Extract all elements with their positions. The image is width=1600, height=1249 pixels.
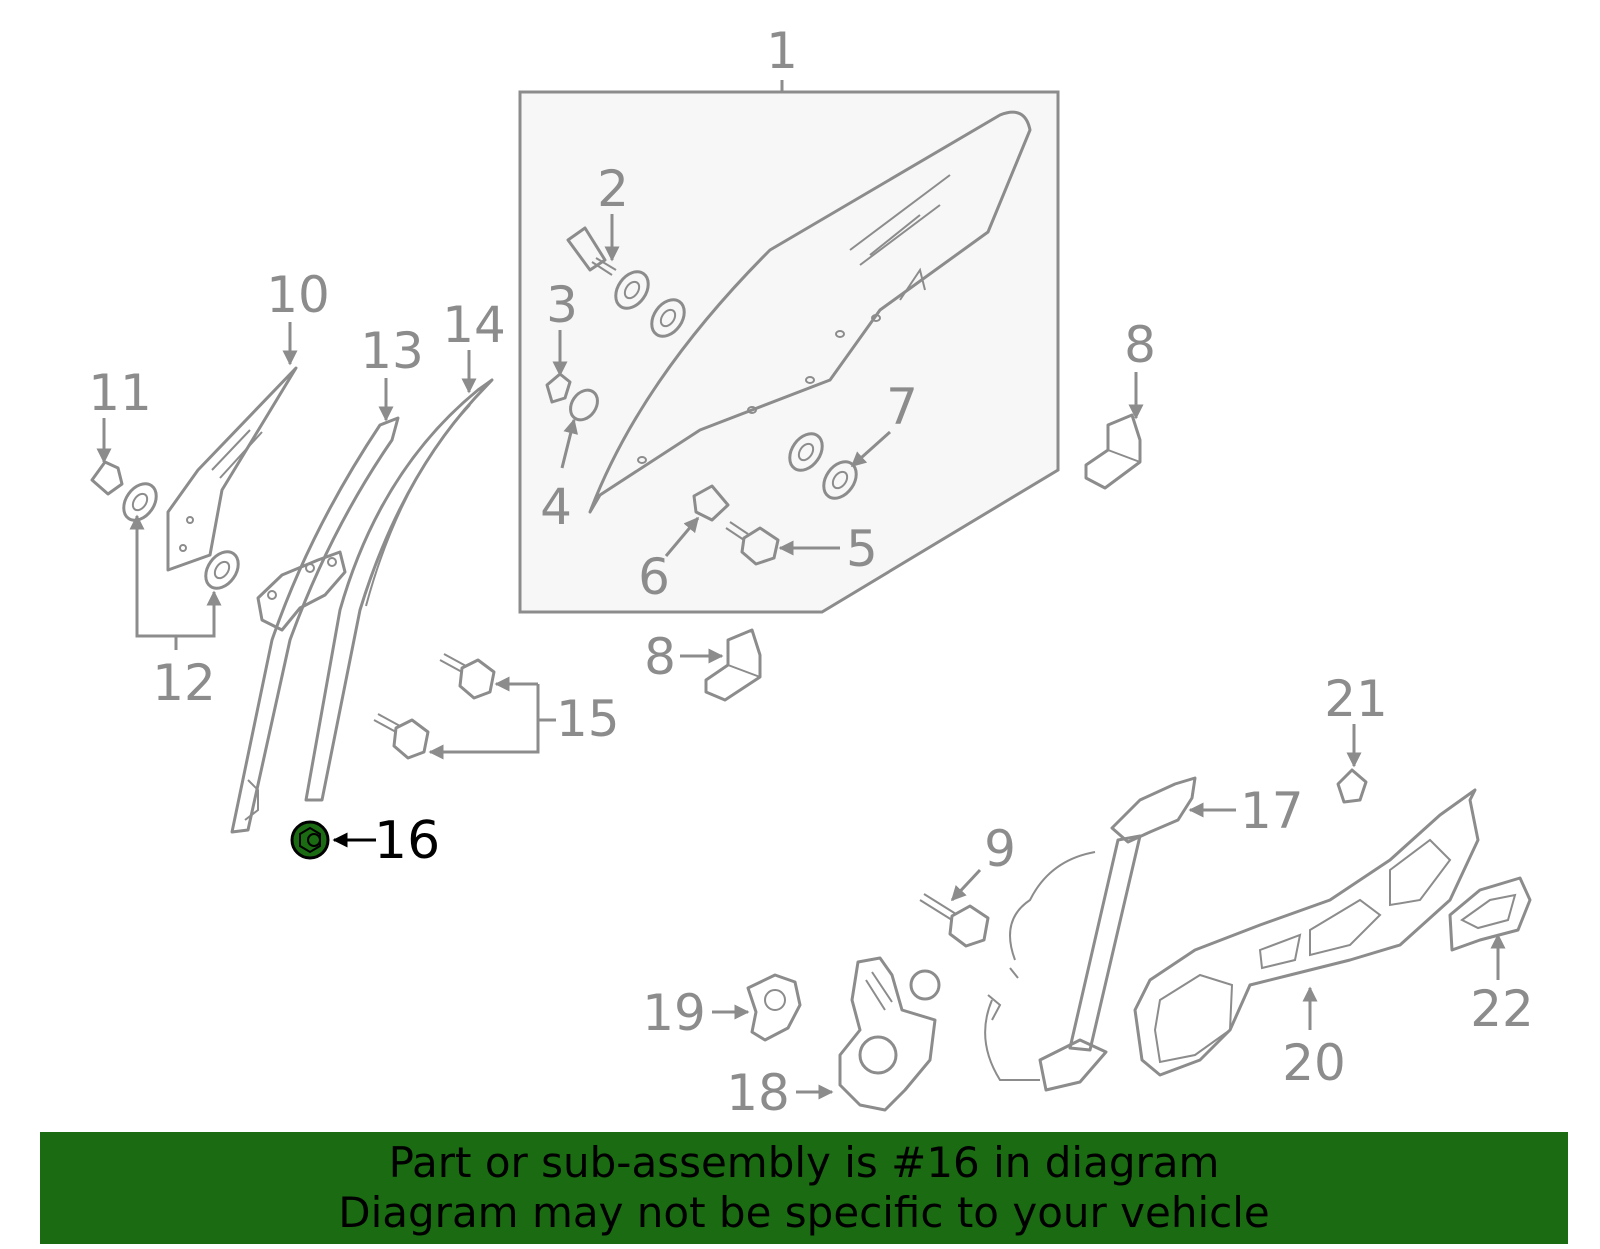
callout-11: 11 bbox=[88, 364, 152, 422]
nut-16-highlighted bbox=[290, 820, 330, 860]
callout-2: 2 bbox=[597, 160, 629, 218]
callout-18: 18 bbox=[726, 1064, 790, 1122]
banner-line-1: Part or sub-assembly is #16 in diagram bbox=[388, 1138, 1220, 1187]
bracket-19 bbox=[746, 973, 802, 1042]
bracket-8-bottom bbox=[704, 628, 762, 702]
motor-18 bbox=[838, 956, 941, 1112]
callout-4: 4 bbox=[540, 478, 572, 536]
callout-3: 3 bbox=[546, 276, 578, 334]
callout-19: 19 bbox=[642, 984, 706, 1042]
callout-labels: 1 2 3 4 5 6 7 8 8 9 10 11 12 13 14 15 16… bbox=[88, 22, 1534, 1122]
glass-assembly-box bbox=[518, 80, 1060, 614]
regulator-17 bbox=[984, 776, 1197, 1092]
clip-11 bbox=[90, 460, 124, 496]
bracket-22 bbox=[1448, 876, 1532, 952]
channel-13 bbox=[230, 416, 400, 834]
callout-15: 15 bbox=[556, 690, 620, 748]
callout-5: 5 bbox=[846, 520, 878, 578]
callout-10: 10 bbox=[266, 266, 330, 324]
callout-13: 13 bbox=[360, 322, 424, 380]
callout-12: 12 bbox=[152, 654, 216, 712]
leader-lines bbox=[96, 214, 1506, 1100]
callout-22: 22 bbox=[1470, 980, 1534, 1038]
callout-17: 17 bbox=[1240, 782, 1304, 840]
callout-21: 21 bbox=[1324, 670, 1388, 728]
bolts-15 bbox=[373, 653, 496, 760]
callout-1: 1 bbox=[766, 22, 798, 80]
banner-line-2: Diagram may not be specific to your vehi… bbox=[338, 1188, 1270, 1237]
bracket-8-right bbox=[1084, 413, 1142, 490]
callout-9: 9 bbox=[984, 820, 1016, 878]
callout-16: 16 bbox=[374, 811, 440, 871]
callout-6: 6 bbox=[638, 548, 670, 606]
info-banner: Part or sub-assembly is #16 in diagram D… bbox=[40, 1132, 1568, 1244]
callout-14: 14 bbox=[442, 296, 506, 354]
clip-21 bbox=[1336, 768, 1368, 804]
quarter-glass-10 bbox=[166, 366, 298, 572]
callout-8-bottom: 8 bbox=[644, 628, 676, 686]
panel-20 bbox=[1133, 788, 1480, 1077]
callout-8-right: 8 bbox=[1124, 316, 1156, 374]
washers-12 bbox=[122, 482, 240, 590]
channel-14 bbox=[304, 378, 494, 802]
bolt-9 bbox=[919, 893, 990, 948]
callout-7: 7 bbox=[886, 378, 918, 436]
callout-20: 20 bbox=[1282, 1034, 1346, 1092]
